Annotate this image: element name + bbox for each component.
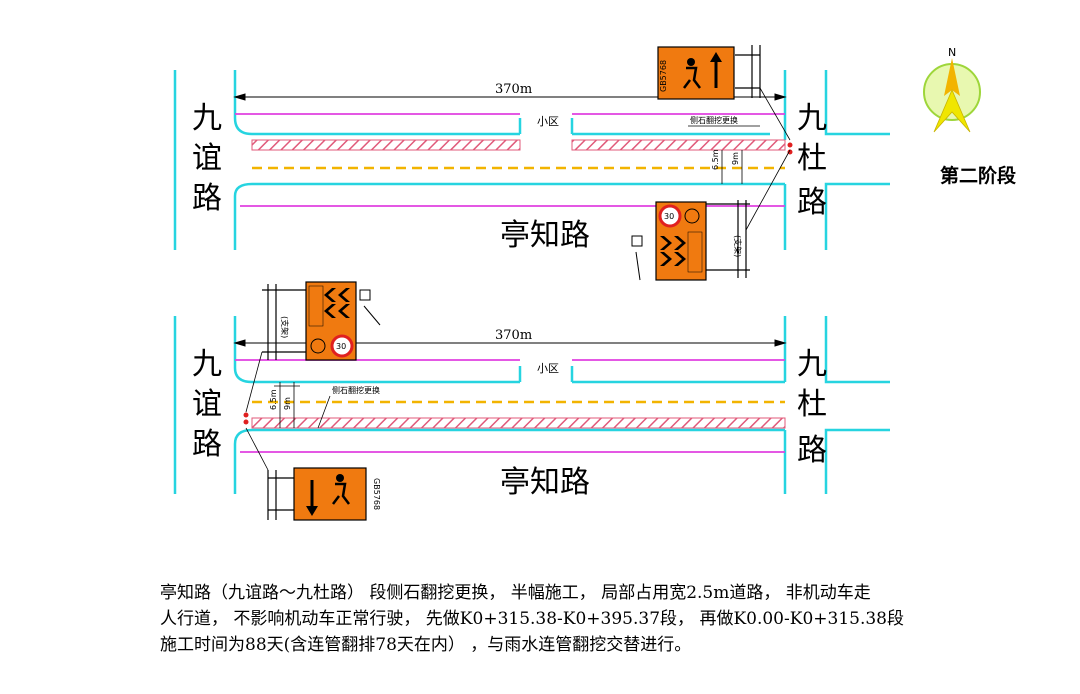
bottom-right-road-char-3: 路 bbox=[797, 433, 827, 468]
top-road-edges bbox=[173, 70, 890, 250]
top-dim-1: 6.5m bbox=[711, 149, 720, 170]
bottom-magenta-lines bbox=[235, 359, 785, 453]
bottom-end-marker-2 bbox=[243, 419, 249, 425]
stage-label: 第二阶段 bbox=[940, 164, 1017, 187]
top-end-marker bbox=[787, 142, 793, 148]
description-line-3: 施工时间为88天(含连管翻排78天在内） ，与雨水连管翻挖交替进行。 bbox=[160, 635, 692, 655]
top-hatch-strip-right bbox=[571, 139, 786, 151]
top-hatch-strip-left bbox=[251, 139, 521, 151]
top-section: 370m 小区 侧石翻挖更换 6.5m 9m 九 谊 路 九 杜 路 亭知路 G… bbox=[173, 45, 890, 281]
bottom-end-marker bbox=[243, 412, 249, 418]
bottom-right-road-char-2: 杜 bbox=[797, 387, 827, 422]
top-right-road-char-2: 杜 bbox=[797, 141, 827, 176]
bottom-right-road-char-1: 九 bbox=[797, 347, 827, 382]
bottom-length-label: 370m bbox=[495, 328, 532, 343]
description-line-2: 人行道， 不影响机动车正常行驶， 先做K0+315.38-K0+395.37段，… bbox=[160, 609, 904, 629]
bottom-dim-1: 6.5m bbox=[269, 389, 278, 410]
top-main-road-label: 亭知路 bbox=[500, 218, 590, 253]
top-length-label: 370m bbox=[495, 82, 532, 97]
bottom-speed-sign: 30 (支架) bbox=[245, 281, 381, 413]
bottom-pedestrian-sign: GB5768 bbox=[245, 427, 381, 521]
bottom-annotation: 侧石翻挖更换 bbox=[332, 385, 380, 395]
bottom-small-dims bbox=[274, 382, 300, 428]
top-magenta-lines bbox=[235, 113, 785, 207]
bottom-road-edges bbox=[173, 316, 890, 494]
top-small-dims bbox=[721, 150, 743, 184]
bottom-support-text: (支架) bbox=[280, 316, 290, 338]
description-text: 亭知路（九谊路～九杜路） 段侧石翻挖更换， 半幅施工， 局部占用宽2.5m道路，… bbox=[160, 580, 1060, 658]
top-pedestrian-sign: GB5768 bbox=[657, 45, 791, 141]
svg-text:GB5768: GB5768 bbox=[659, 60, 668, 92]
top-speed-limit: 30 bbox=[664, 212, 674, 221]
bottom-annotation-leader bbox=[317, 395, 331, 429]
description-line-1: 亭知路（九谊路～九杜路） 段侧石翻挖更换， 半幅施工， 局部占用宽2.5m道路，… bbox=[160, 583, 871, 603]
compass-north-label: N bbox=[948, 46, 956, 59]
top-right-road-char-1: 九 bbox=[797, 101, 827, 136]
bottom-left-road-char-2: 谊 bbox=[192, 387, 222, 422]
top-left-road-char-2: 谊 bbox=[192, 141, 222, 176]
bottom-dim-2: 9m bbox=[283, 397, 292, 410]
bottom-left-road-char-3: 路 bbox=[192, 427, 222, 462]
bottom-speed-limit: 30 bbox=[336, 342, 346, 351]
bottom-section: 370m 小区 侧石翻挖更换 6.5m 9m 九 谊 路 九 杜 路 亭知路 bbox=[173, 281, 890, 521]
bottom-district-label: 小区 bbox=[537, 362, 559, 375]
top-district-label: 小区 bbox=[537, 115, 559, 128]
svg-text:GB5768: GB5768 bbox=[372, 478, 381, 510]
bottom-hatch-strip bbox=[251, 417, 786, 429]
top-speed-sign: 30 (支架) bbox=[631, 149, 791, 281]
top-left-road-char-3: 路 bbox=[192, 181, 222, 216]
top-right-road-char-3: 路 bbox=[797, 185, 827, 220]
top-dim-2: 9m bbox=[731, 152, 740, 165]
bottom-main-road-label: 亭知路 bbox=[500, 465, 590, 500]
top-support-text: (支架) bbox=[733, 235, 743, 257]
top-annotation: 侧石翻挖更换 bbox=[690, 115, 738, 125]
bottom-left-road-char-1: 九 bbox=[192, 347, 222, 382]
compass-icon: N bbox=[923, 46, 981, 133]
top-left-road-char-1: 九 bbox=[192, 101, 222, 136]
top-end-marker-2 bbox=[787, 149, 793, 155]
